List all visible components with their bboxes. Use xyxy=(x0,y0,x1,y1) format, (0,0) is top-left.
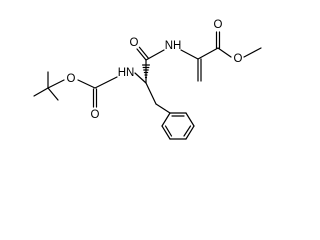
amide-group xyxy=(134,46,165,84)
bond-amide-c-to-nh xyxy=(145,49,165,61)
tert-butyl-group xyxy=(33,71,65,101)
stereo-hydrogen-hash xyxy=(142,64,150,79)
atom-o-ester: O xyxy=(234,53,243,65)
bond-amide-c-double-o-1 xyxy=(136,48,147,61)
benzyl-group xyxy=(145,82,195,140)
atom-nh-carbamate: HN xyxy=(118,67,135,79)
bond-alpha-c-to-ch2 xyxy=(145,82,157,105)
atom-o-amide-carbonyl: O xyxy=(130,37,139,49)
dehydroalanine-ester-group xyxy=(180,31,262,82)
bond-tbu-to-o xyxy=(47,79,65,89)
bond-carbamate-c-to-nh xyxy=(94,76,118,89)
bond-ester-o-to-methyl xyxy=(243,47,262,58)
atom-o-carbamate-carbonyl: O xyxy=(91,109,100,121)
bond-tbu-methyl-bottom xyxy=(47,87,59,101)
bond-ester-c-to-o xyxy=(217,47,232,58)
bond-o-to-carbamate-c xyxy=(77,79,96,89)
atom-o-ester-carbonyl: O xyxy=(214,19,223,31)
bond-nh-to-alpha-c xyxy=(134,72,147,84)
atom-o-carbamate-ester: O xyxy=(67,73,76,85)
structure-diagram: O O HN O NH O O xyxy=(33,19,262,140)
bond-amide-c-double-o-2 xyxy=(138,46,149,59)
bond-tbu-methyl-left xyxy=(33,87,49,97)
phenyl-ring xyxy=(161,112,195,140)
bond-ch2-to-ring xyxy=(155,103,171,114)
bond-vinyl-c-to-ester-c xyxy=(197,47,219,60)
atom-nh-amide: NH xyxy=(165,40,182,52)
carbamate-group xyxy=(77,76,118,108)
bond-nh-to-vinyl-c xyxy=(180,49,199,60)
